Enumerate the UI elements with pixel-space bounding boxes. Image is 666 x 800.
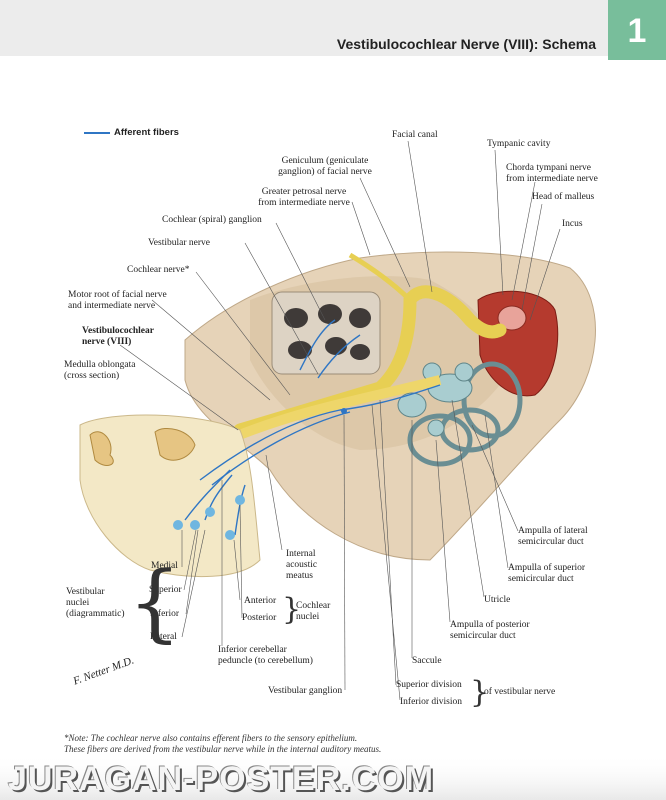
label-saccule: Saccule bbox=[412, 656, 442, 666]
label-superior-division: Superior division bbox=[396, 680, 462, 690]
label-facial-canal: Facial canal bbox=[392, 130, 438, 140]
cochlear-nuclei-brace: } bbox=[282, 592, 302, 627]
label-inferior: Inferior bbox=[150, 609, 180, 619]
label-posterior: Posterior bbox=[242, 613, 277, 623]
label-superior: Superior bbox=[149, 585, 182, 595]
vestibular-division-brace: } bbox=[470, 675, 490, 710]
nucleus-4 bbox=[225, 530, 235, 540]
afferent-fibers bbox=[184, 319, 441, 536]
cochlea-cell-4 bbox=[288, 341, 312, 359]
nucleus-5 bbox=[235, 495, 245, 505]
label-of-vestibular-nerve: of vestibular nerve bbox=[484, 687, 556, 697]
label-utricle: Utricle bbox=[484, 595, 511, 605]
nucleus-2 bbox=[190, 520, 200, 530]
label-cochlear-ganglion: Cochlear (spiral) ganglion bbox=[162, 215, 262, 225]
watermark-band bbox=[0, 754, 666, 800]
ampulla-3 bbox=[427, 419, 445, 437]
watermark-text: JURAGAN-POSTER.COM bbox=[8, 760, 435, 798]
cochlea-cell-1 bbox=[284, 308, 308, 328]
label-head-of-malleus: Head of malleus bbox=[532, 192, 595, 202]
nucleus-1 bbox=[173, 520, 183, 530]
vestibular-ganglion-node bbox=[341, 408, 347, 414]
superior-canal bbox=[461, 361, 523, 439]
page-title: Vestibulocochlear Nerve (VIII): Schema bbox=[336, 36, 596, 52]
header-band bbox=[0, 0, 666, 56]
legend-afferent-label: Afferent fibers bbox=[114, 127, 179, 138]
label-anterior: Anterior bbox=[244, 596, 277, 606]
nucleus-3 bbox=[205, 507, 215, 517]
legend-afferent-swatch bbox=[84, 132, 110, 134]
ampulla-2 bbox=[454, 362, 474, 382]
label-tympanic-cavity: Tympanic cavity bbox=[487, 139, 551, 149]
medulla-olive-right bbox=[154, 428, 196, 461]
cochlea-cell-6 bbox=[350, 344, 370, 360]
saccule-shape bbox=[397, 392, 427, 418]
medulla bbox=[79, 414, 261, 577]
label-lateral: Lateral bbox=[150, 632, 177, 642]
cochlea-cell-5 bbox=[325, 337, 347, 355]
cochlea-cell-3 bbox=[349, 308, 371, 328]
footnote: *Note: The cochlear nerve also contains … bbox=[64, 733, 382, 754]
cochlea-cell-2 bbox=[318, 304, 342, 324]
leader-lines bbox=[119, 140, 561, 701]
label-medial: Medial bbox=[151, 561, 178, 571]
vestibular-nuclei-brace: { bbox=[128, 553, 182, 651]
cochlea-box bbox=[271, 291, 381, 375]
posterior-canal bbox=[407, 413, 473, 467]
vestibular-nerve-yellow bbox=[230, 375, 442, 443]
label-medulla-oblongata: Medulla oblongata(cross section) bbox=[64, 360, 136, 381]
page-number-tab: 1 bbox=[608, 0, 666, 60]
greater-petrosal-nerve bbox=[348, 252, 412, 302]
label-vestibular-nerve: Vestibular nerve bbox=[148, 238, 210, 248]
malleus-head bbox=[497, 305, 527, 331]
label-inferior-division: Inferior division bbox=[400, 697, 463, 707]
label-vestibular-ganglion: Vestibular ganglion bbox=[268, 686, 343, 696]
label-incus: Incus bbox=[562, 219, 583, 229]
medulla-olive-left bbox=[89, 431, 114, 466]
label-cochlear-nerve: Cochlear nerve* bbox=[127, 265, 190, 275]
